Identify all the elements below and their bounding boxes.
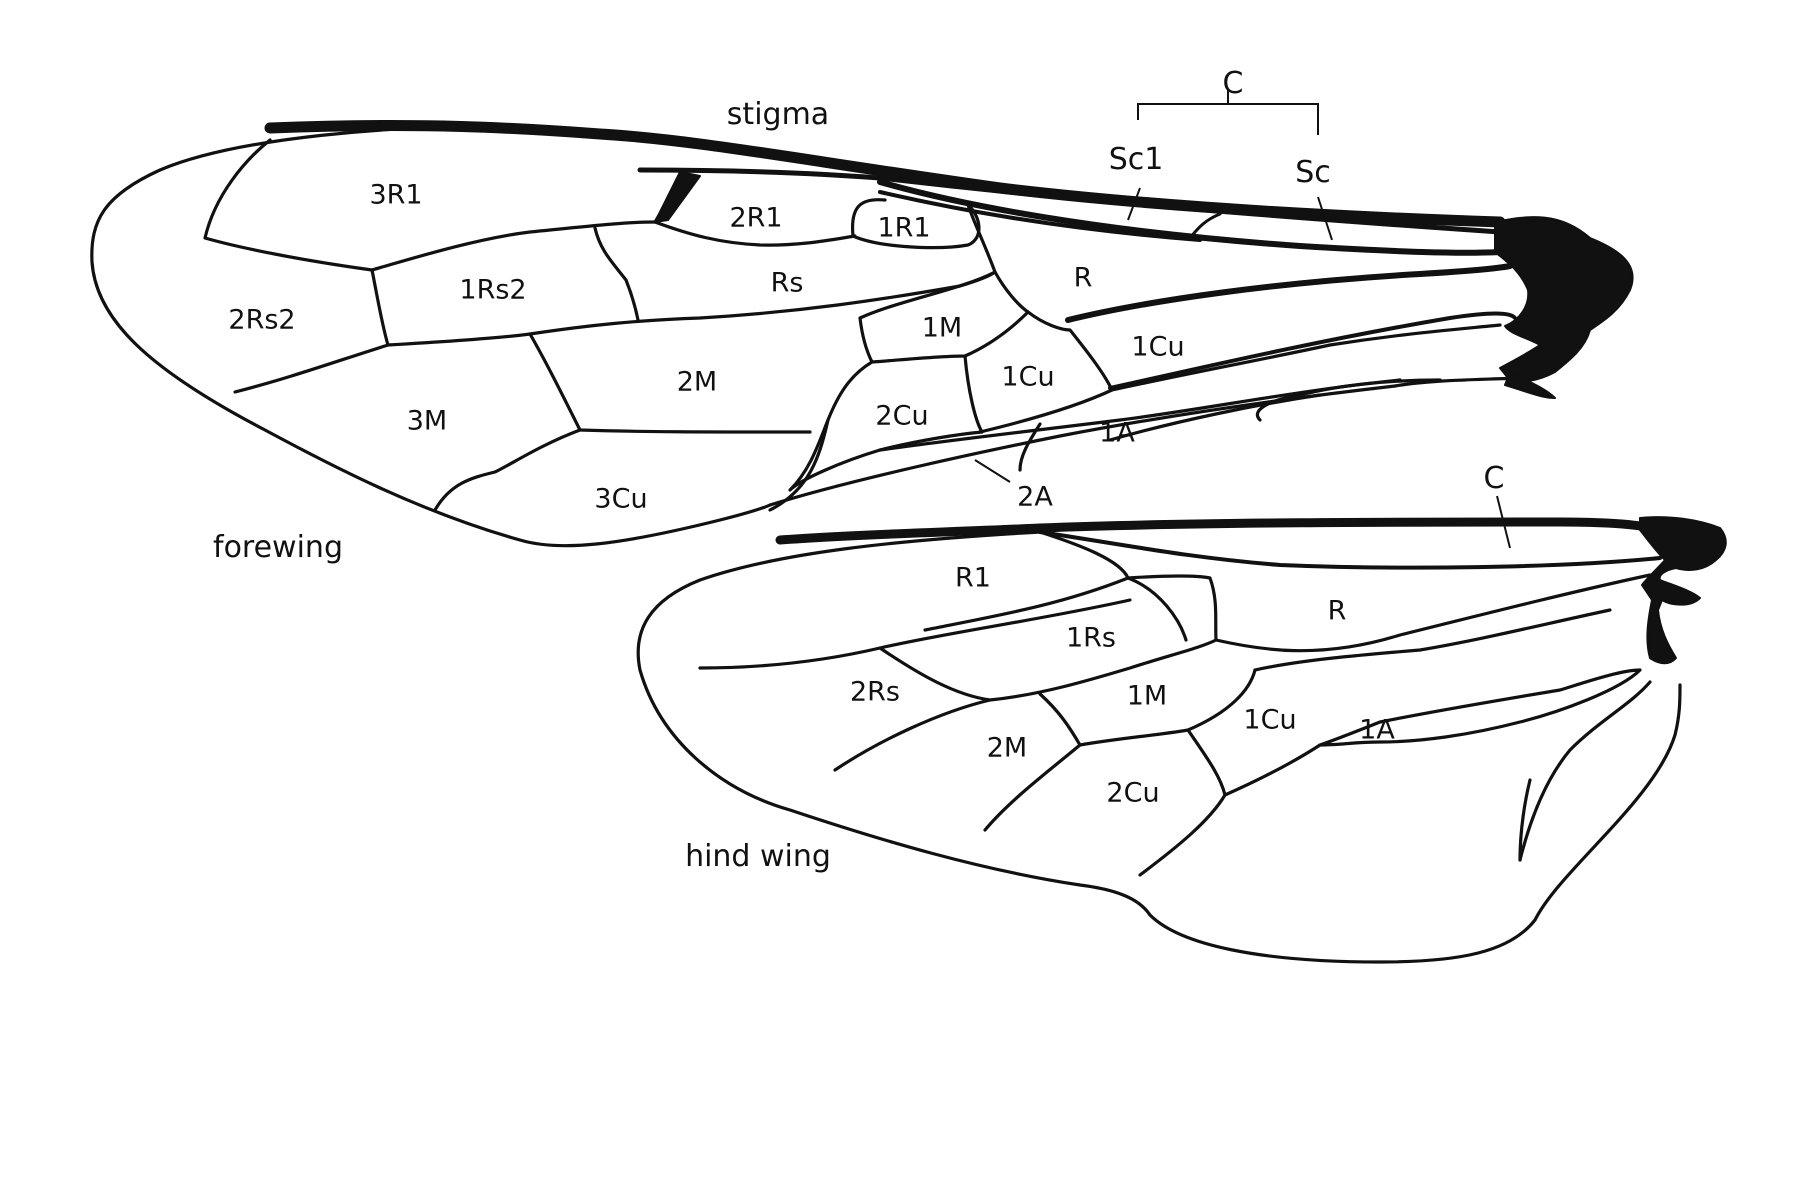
hindwing-1rs-outline [1126, 574, 1218, 642]
forewing-rs-upper-vein [370, 220, 657, 272]
forewing-cell-2m: 2M [676, 366, 718, 398]
hindwing-r-vein [1214, 573, 1652, 653]
hindwing-title: hind wing [685, 839, 831, 874]
forewing-2r1-lower-vein [653, 220, 857, 247]
forewing-base [1494, 216, 1634, 383]
forewing-1rs2-outer-vein [370, 268, 390, 347]
forewing-2cu-outline [788, 360, 984, 492]
hindwing-cell-2m: 2M [986, 732, 1028, 764]
hindwing-2cu-vein [1186, 728, 1227, 797]
forewing-cell-1r1: 1R1 [877, 212, 931, 244]
hindwing-cell-1m: 1M [1126, 680, 1168, 712]
forewing-drawing [90, 120, 1634, 548]
hindwing-2rs-lower [833, 698, 992, 772]
forewing-sc-label: Sc [1295, 155, 1331, 190]
forewing-sc1-label: Sc1 [1108, 142, 1164, 177]
forewing-stigma-junction [654, 171, 701, 223]
forewing-r-vein [1065, 263, 1513, 323]
hindwing-costa-vein [775, 517, 1665, 545]
forewing-2a-leader [974, 459, 1011, 483]
forewing-sc-vein [877, 179, 1503, 256]
forewing-cell-1cu-inner: 1Cu [1001, 361, 1055, 393]
forewing-cell-2a: 2A [1017, 481, 1053, 513]
hindwing-cell-r1: R1 [955, 562, 991, 594]
hindwing-c-label: C [1483, 461, 1505, 496]
forewing-2a-vein [1018, 422, 1042, 472]
hindwing-2m-vein [983, 743, 1082, 832]
forewing-3cu-vein [433, 428, 582, 512]
forewing-sc-cross [1188, 212, 1222, 240]
hindwing-cell-1cu: 1Cu [1243, 704, 1297, 736]
forewing-1cu-vein [978, 310, 1114, 434]
forewing-cell-r: R [1073, 262, 1093, 294]
forewing-cell-1rs2: 1Rs2 [459, 274, 527, 306]
forewing-cu-vein [1108, 311, 1517, 390]
forewing-3m-lower-vein [233, 343, 390, 394]
forewing-cell-2r1: 2R1 [729, 202, 783, 234]
forewing-costa-vein [264, 120, 1506, 228]
forewing-cell-1a: 1A [1099, 417, 1135, 449]
hindwing-cell-1a: 1A [1359, 714, 1395, 746]
forewing-title: forewing [213, 530, 343, 565]
forewing-1cu-cross [963, 354, 984, 434]
hindwing-drawing [636, 516, 1727, 964]
hindwing-cell-2cu: 2Cu [1106, 777, 1160, 809]
hindwing-outline [636, 530, 1682, 964]
forewing-cell-1cu-outer: 1Cu [1131, 331, 1185, 363]
forewing-1a-upper [1108, 393, 1322, 442]
hindwing-rs-lower [878, 638, 1218, 702]
forewing-cell-2rs2: 2Rs2 [228, 304, 296, 336]
forewing-cell-3cu: 3Cu [594, 483, 648, 515]
hindwing-cell-1rs: 1Rs [1065, 622, 1117, 654]
forewing-1a-vein [1110, 323, 1502, 392]
hindwing-cu-lower [1138, 743, 1322, 877]
hindwing-cell-2rs: 2Rs [849, 676, 901, 708]
forewing-anal-cell [1255, 378, 1442, 422]
forewing-outline [90, 124, 772, 548]
forewing-3r1-outer-vein [203, 138, 374, 272]
forewing-base-hook [1504, 371, 1556, 399]
forewing-anal-margin [1393, 376, 1522, 388]
forewing-cell-2cu: 2Cu [875, 400, 929, 432]
hindwing-1a-outline [1318, 668, 1642, 747]
hindwing-1m-outline [1038, 668, 1257, 747]
hindwing-anal-lower [1518, 778, 1532, 862]
forewing-cell-rs: Rs [770, 267, 804, 299]
forewing-rs-cross-vein [593, 226, 640, 322]
hindwing-anal-vein [1518, 680, 1652, 862]
hindwing-r1-cross [1038, 530, 1130, 580]
hindwing-cell-r: R [1327, 595, 1347, 627]
forewing-3cu-lower-vein [768, 418, 830, 512]
forewing-stigma-lower-vein [637, 167, 1503, 235]
hindwing-base [1639, 516, 1727, 665]
forewing-stigma-label: stigma [726, 97, 830, 132]
hindwing-c-leader [1496, 495, 1511, 549]
forewing-c-bracket [1137, 90, 1319, 135]
forewing-c-label: C [1222, 66, 1244, 101]
hindwing-sc-vein [1038, 530, 1662, 570]
hindwing-rs-upper [923, 576, 1188, 642]
hindwing-1cu-vein [1253, 608, 1612, 672]
forewing-sc1-vein [878, 190, 1202, 242]
leader-lines [974, 90, 1511, 549]
forewing-cell-1m: 1M [921, 312, 963, 344]
forewing-cell-3r1: 3R1 [369, 179, 423, 211]
forewing-sc-leader [1317, 196, 1333, 241]
forewing-sc1-leader [1127, 187, 1141, 221]
forewing-2m-outline [528, 332, 812, 434]
forewing-cell-3m: 3M [406, 405, 448, 437]
